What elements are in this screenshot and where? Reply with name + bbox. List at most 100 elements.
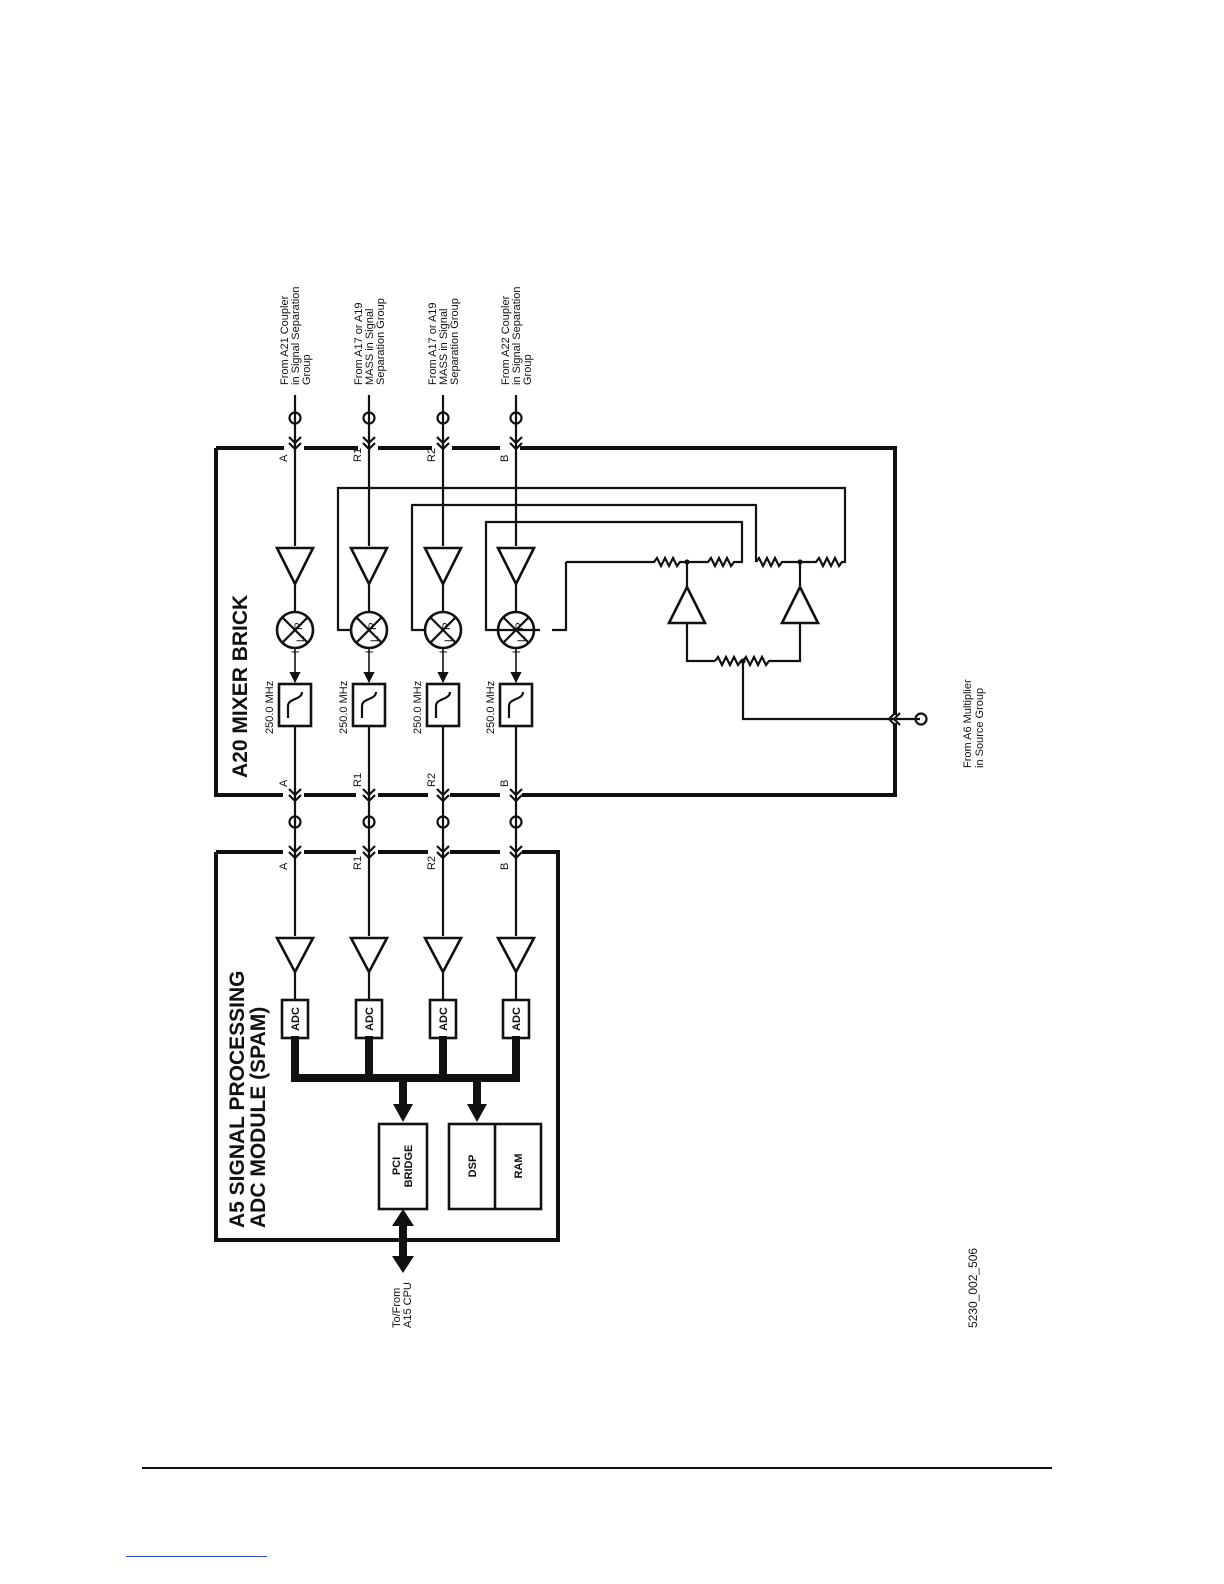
mixer-port-l-b: L <box>516 636 528 642</box>
spam-input-label-r2: R2 <box>426 856 438 870</box>
adc-block-a <box>280 998 310 1040</box>
lo-network <box>336 486 928 726</box>
filter-label-r1: 250.0 MHz <box>338 681 350 734</box>
mixer-input-label-a: A <box>278 454 290 462</box>
mixer-brick-title: A20 MIXER BRICK <box>229 595 252 778</box>
cable-connector-a <box>288 815 302 829</box>
footer-link-underline <box>126 1556 267 1557</box>
cable-connector-r1 <box>362 815 376 829</box>
filter-curve-r2 <box>434 691 452 718</box>
mixer-port-l-r2: L <box>443 636 455 642</box>
output-chevron-a <box>288 788 302 803</box>
adc-label-b: ADC <box>511 1007 523 1031</box>
mixer-output-label-r1: R1 <box>352 773 364 787</box>
if-filter-b <box>498 682 534 728</box>
footer-rule <box>142 1467 1052 1469</box>
ram-label: RAM <box>513 1153 525 1178</box>
mixer-port-i-r1: I <box>364 650 376 653</box>
mixer-cross-a <box>281 616 309 644</box>
lo-buffer-amp-1 <box>666 584 708 625</box>
mixer-input-label-r1: R1 <box>352 448 364 462</box>
output-chevron-r1 <box>362 788 376 803</box>
rf-amp-r2 <box>422 546 464 587</box>
mixer-port-r-r2: R <box>441 622 453 630</box>
filter-curve-r1 <box>360 691 378 718</box>
lo-buffer-amp-2 <box>779 584 821 625</box>
spam-input-chevron-a <box>288 845 302 860</box>
rf-amp-r1 <box>348 546 390 587</box>
spam-input-label-a: A <box>278 862 290 870</box>
if-filter-a <box>277 682 313 728</box>
spam-outline <box>214 850 560 1242</box>
source-label-r1-2: MASS in Signal <box>364 309 376 385</box>
source-label-a-3: Group <box>301 354 313 385</box>
mixer-port-i-r2: I <box>438 650 450 653</box>
source-label-b-1: From A22 Coupler <box>500 295 512 385</box>
output-chevron-b <box>509 788 523 803</box>
mixer-port-l-a: L <box>295 636 307 642</box>
mixer-output-label-a: A <box>278 779 290 787</box>
mixer-port-r-a: R <box>293 622 305 630</box>
if-filter-r1 <box>351 682 387 728</box>
rf-amp-a <box>274 546 316 587</box>
mixer-port-i-a: I <box>290 650 302 653</box>
mixer-port-l-r1: L <box>369 636 381 642</box>
adc-block-b <box>501 998 531 1040</box>
pci-bridge-label-line2: BRIDGE <box>403 1145 415 1188</box>
lo-source-line2: in Source Group <box>974 688 986 768</box>
mixer-port-r-b: R <box>514 622 526 630</box>
adc-bus <box>291 1036 520 1122</box>
source-label-r2-3: Separation Group <box>449 298 461 385</box>
spam-amp-a <box>274 936 316 975</box>
source-label-r2-2: MASS in Signal <box>438 309 450 385</box>
spam-title-line2: ADC MODULE (SPAM) <box>247 1007 270 1228</box>
spam-amp-b <box>495 936 537 975</box>
mixer-input-label-b: B <box>499 455 511 462</box>
mixer-cross-r2 <box>429 616 457 644</box>
adc-label-r1: ADC <box>364 1007 376 1031</box>
source-label-a-2: in Signal Separation <box>290 287 302 385</box>
output-chevron-r2 <box>436 788 450 803</box>
cpu-label-line2: A15 CPU <box>402 1282 414 1328</box>
mixer-output-label-r2: R2 <box>426 773 438 787</box>
adc-label-a: ADC <box>290 1007 302 1031</box>
spam-input-label-b: B <box>499 863 511 870</box>
mixer-output-label-b: B <box>499 780 511 787</box>
lo-splitter-1 <box>484 520 744 632</box>
filter-label-b: 250.0 MHz <box>485 681 497 734</box>
lo-source-line1: From A6 Multiplier <box>962 679 974 768</box>
source-label-b-3: Group <box>522 354 534 385</box>
filter-curve-b <box>507 691 525 718</box>
source-label-a-1: From A21 Coupler <box>279 295 291 385</box>
if-filter-r2 <box>425 682 461 728</box>
source-label-r1-1: From A17 or A19 <box>353 302 365 385</box>
filter-curve-a <box>286 691 304 718</box>
rf-amp-b <box>495 546 537 587</box>
cpu-bus-arrow <box>392 1209 414 1273</box>
filter-label-a: 250.0 MHz <box>264 681 276 734</box>
source-label-r1-3: Separation Group <box>375 298 387 385</box>
spam-amp-r1 <box>348 936 390 975</box>
lo-input-connector <box>914 712 928 726</box>
pci-bridge-label-line1: PCI <box>391 1157 403 1175</box>
mixer-port-r-r1: R <box>367 622 379 630</box>
mixer-brick-outline <box>214 446 897 797</box>
mixer-cross-r1 <box>355 616 383 644</box>
cpu-label-line1: To/From <box>391 1288 403 1328</box>
cable-connector-b <box>509 815 523 829</box>
source-label-r2-1: From A17 or A19 <box>427 302 439 385</box>
dsp-label: DSP <box>467 1155 479 1178</box>
spam-input-chevron-b <box>509 845 523 860</box>
mixer-input-label-r2: R2 <box>426 448 438 462</box>
filter-label-r2: 250.0 MHz <box>412 681 424 734</box>
mixer-port-i-b: I <box>511 650 523 653</box>
spam-input-label-r1: R1 <box>352 856 364 870</box>
spam-input-chevron-r1 <box>362 845 376 860</box>
spam-amp-r2 <box>422 936 464 975</box>
spam-input-chevron-r2 <box>436 845 450 860</box>
source-label-b-2: in Signal Separation <box>511 287 523 385</box>
cable-connector-r2 <box>436 815 450 829</box>
spam-title-line1: A5 SIGNAL PROCESSING <box>226 971 249 1229</box>
